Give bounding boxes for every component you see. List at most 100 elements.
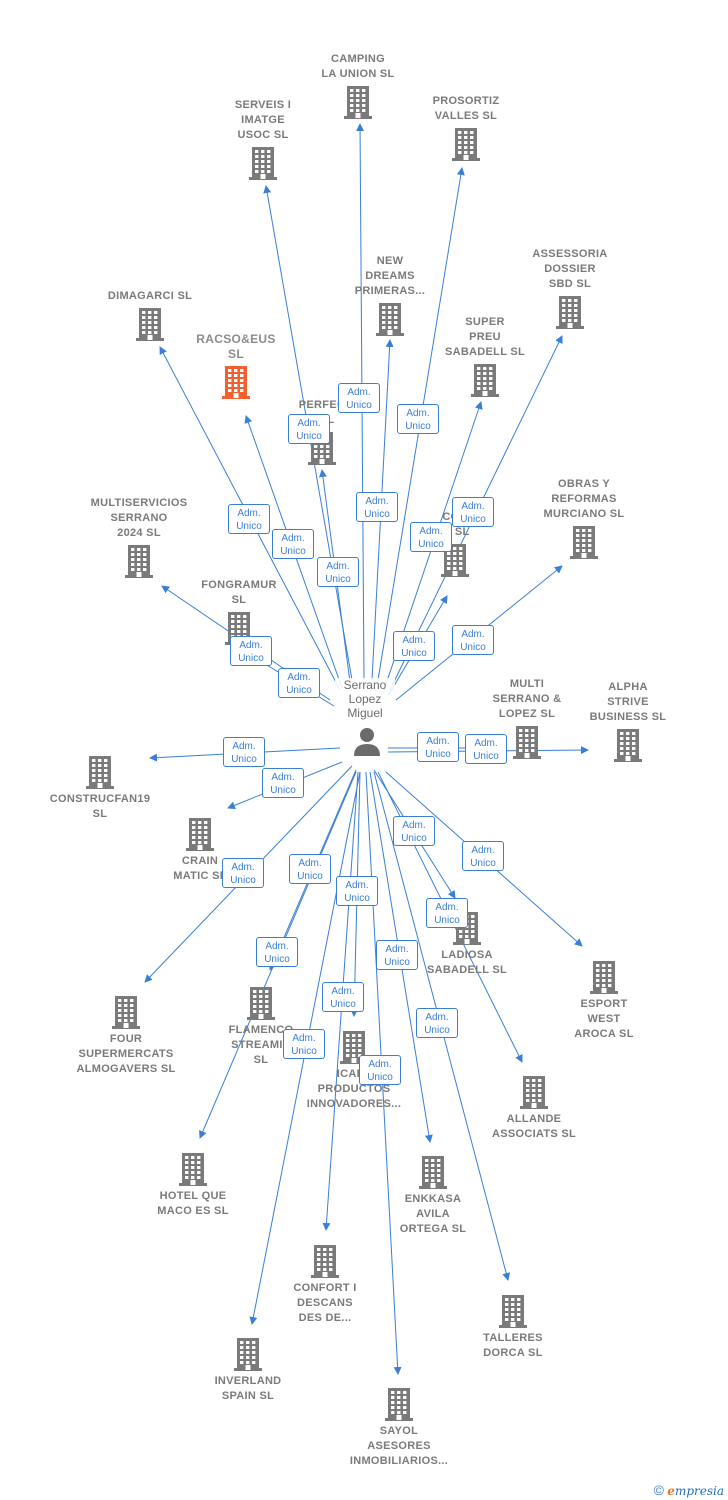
role-badge-line1: Adm. (402, 635, 426, 646)
company-node-esport[interactable]: ESPORT WEST AROCA SL (544, 957, 664, 1042)
role-badge-line2: Unico (473, 751, 499, 762)
person-node[interactable]: Serrano Lopez Miguel (335, 678, 395, 758)
role-badge-line1: Adm. (474, 738, 498, 749)
role-badge-line1: Adm. (265, 941, 289, 952)
role-badge[interactable]: Adm.Unico (289, 854, 331, 884)
role-badge-line2: Unico (291, 1046, 317, 1057)
role-badge-line1: Adm. (239, 640, 263, 651)
company-node-flamenco[interactable]: FLAMENCO STREAMIN SL (201, 983, 321, 1068)
role-badge[interactable]: Adm.Unico (283, 1029, 325, 1059)
role-badge[interactable]: Adm.Unico (223, 737, 265, 767)
company-label: MULTISERVICIOS SERRANO 2024 SL (90, 497, 188, 539)
role-badge-line2: Unico (238, 653, 264, 664)
company-node-dimagarci[interactable]: DIMAGARCI SL (90, 289, 210, 344)
role-badge-line1: Adm. (297, 418, 321, 429)
role-badge-line1: Adm. (347, 387, 371, 398)
role-badge-line2: Unico (346, 400, 372, 411)
role-badge[interactable]: Adm.Unico (410, 522, 452, 552)
role-badge[interactable]: Adm.Unico (426, 898, 468, 928)
role-badge[interactable]: Adm.Unico (452, 625, 494, 655)
role-badge[interactable]: Adm.Unico (376, 940, 418, 970)
role-badge-line2: Unico (418, 539, 444, 550)
company-node-sayol[interactable]: SAYOL ASESORES INMOBILIARIOS... (339, 1384, 459, 1469)
building-icon (222, 366, 250, 399)
company-label: DIMAGARCI SL (107, 290, 193, 302)
role-badge-line1: Adm. (237, 508, 261, 519)
company-label: ENKKASA AVILA ORTEGA SL (399, 1193, 467, 1235)
role-badge[interactable]: Adm.Unico (356, 492, 398, 522)
company-label: SUPER PREU SABADELL SL (444, 316, 526, 358)
person-name: Serrano Lopez Miguel (335, 678, 395, 720)
role-badge-line2: Unico (460, 514, 486, 525)
role-badge[interactable]: Adm. Unico (393, 816, 435, 846)
role-badge[interactable]: Adm. Unico (338, 383, 380, 413)
role-badge-line2: Unico (280, 546, 306, 557)
role-badge[interactable]: Adm.Unico (322, 982, 364, 1012)
company-node-four[interactable]: FOUR SUPERMERCATS ALMOGAVERS SL (66, 992, 186, 1077)
company-node-superpreu[interactable]: SUPER PREU SABADELL SL (425, 315, 545, 400)
company-label: ESPORT WEST AROCA SL (574, 998, 634, 1040)
role-badge-line2: Unico (296, 431, 322, 442)
company-label: INVERLAND SPAIN SL (214, 1375, 282, 1402)
role-badge[interactable]: Adm.Unico (462, 841, 504, 871)
role-badge[interactable]: Adm.Unico (416, 1008, 458, 1038)
role-badge[interactable]: Adm.Unico (393, 631, 435, 661)
company-node-multiserv[interactable]: MULTISERVICIOS SERRANO 2024 SL (79, 496, 199, 581)
role-badge-line1: Adm. (345, 880, 369, 891)
role-badge[interactable]: Adm.Unico (317, 557, 359, 587)
company-label: PROSORTIZ VALLES SL (432, 95, 500, 122)
building-icon (186, 818, 214, 851)
company-node-alpha[interactable]: ALPHA STRIVE BUSINESS SL (568, 680, 688, 765)
company-node-talleres[interactable]: TALLERES DORCA SL (453, 1291, 573, 1361)
role-badge-line2: Unico (425, 749, 451, 760)
role-badge-line2: Unico (286, 685, 312, 696)
company-label: TALLERES DORCA SL (483, 1332, 543, 1359)
role-badge[interactable]: Adm. Unico (230, 636, 272, 666)
person-icon (354, 728, 380, 756)
brand-e-logo: e (667, 1484, 675, 1498)
role-badge[interactable]: Adm. Unico (288, 414, 330, 444)
role-badge[interactable]: Adm.Unico (359, 1055, 401, 1085)
role-badge-line1: Adm. (461, 501, 485, 512)
role-badge[interactable]: Adm.Unico (272, 529, 314, 559)
role-badge[interactable]: Adm.Unico (222, 858, 264, 888)
role-badge[interactable]: Adm.Unico (417, 732, 459, 762)
role-badge-line2: Unico (384, 957, 410, 968)
company-node-assessoria[interactable]: ASSESSORIA DOSSIER SBD SL (510, 247, 630, 332)
role-badge-line1: Adm. (368, 1059, 392, 1070)
role-badge-line2: Unico (401, 833, 427, 844)
company-node-confort[interactable]: CONFORT I DESCANS DES DE... (265, 1241, 385, 1326)
company-node-hotel[interactable]: HOTEL QUE MACO ES SL (133, 1149, 253, 1219)
company-node-prosortiz[interactable]: PROSORTIZ VALLES SL (406, 94, 526, 164)
company-node-obras[interactable]: OBRAS Y REFORMAS MURCIANO SL (524, 477, 644, 562)
role-badge-line2: Unico (297, 871, 323, 882)
building-icon (419, 1156, 447, 1189)
role-badge-line2: Unico (264, 954, 290, 965)
footer-brand[interactable]: © empresia (654, 1482, 724, 1498)
role-badge[interactable]: Adm. Unico (256, 937, 298, 967)
building-icon (344, 86, 372, 119)
role-badge-line1: Adm. (402, 820, 426, 831)
role-badge[interactable]: Adm. Unico (452, 497, 494, 527)
company-node-enkkasa[interactable]: ENKKASA AVILA ORTEGA SL (373, 1152, 493, 1237)
company-node-multiserrano[interactable]: MULTI SERRANO & LOPEZ SL (467, 677, 587, 762)
role-badge[interactable]: Adm.Unico (262, 768, 304, 798)
company-node-construcfan[interactable]: CONSTRUCFAN19 SL (40, 752, 160, 822)
company-node-allande[interactable]: ALLANDE ASSOCIATS SL (474, 1072, 594, 1142)
company-node-inverland[interactable]: INVERLAND SPAIN SL (188, 1334, 308, 1404)
role-badge[interactable]: Adm.Unico (397, 404, 439, 434)
building-icon (452, 128, 480, 161)
role-badge[interactable]: Adm. Unico (278, 668, 320, 698)
company-node-camping[interactable]: CAMPING LA UNION SL (298, 52, 418, 122)
company-node-serveis[interactable]: SERVEIS I IMATGE USOC SL (203, 98, 323, 183)
role-badge-line1: Adm. (287, 672, 311, 683)
building-icon (234, 1338, 262, 1371)
company-node-newdreams[interactable]: NEW DREAMS PRIMERAS... (330, 254, 450, 339)
company-node-racso[interactable]: RACSO&EUS SL (176, 332, 296, 402)
building-icon (125, 545, 153, 578)
building-icon (570, 526, 598, 559)
role-badge[interactable]: Adm. Unico (465, 734, 507, 764)
role-badge[interactable]: Adm.Unico (228, 504, 270, 534)
role-badge[interactable]: Adm.Unico (336, 876, 378, 906)
building-icon (590, 961, 618, 994)
